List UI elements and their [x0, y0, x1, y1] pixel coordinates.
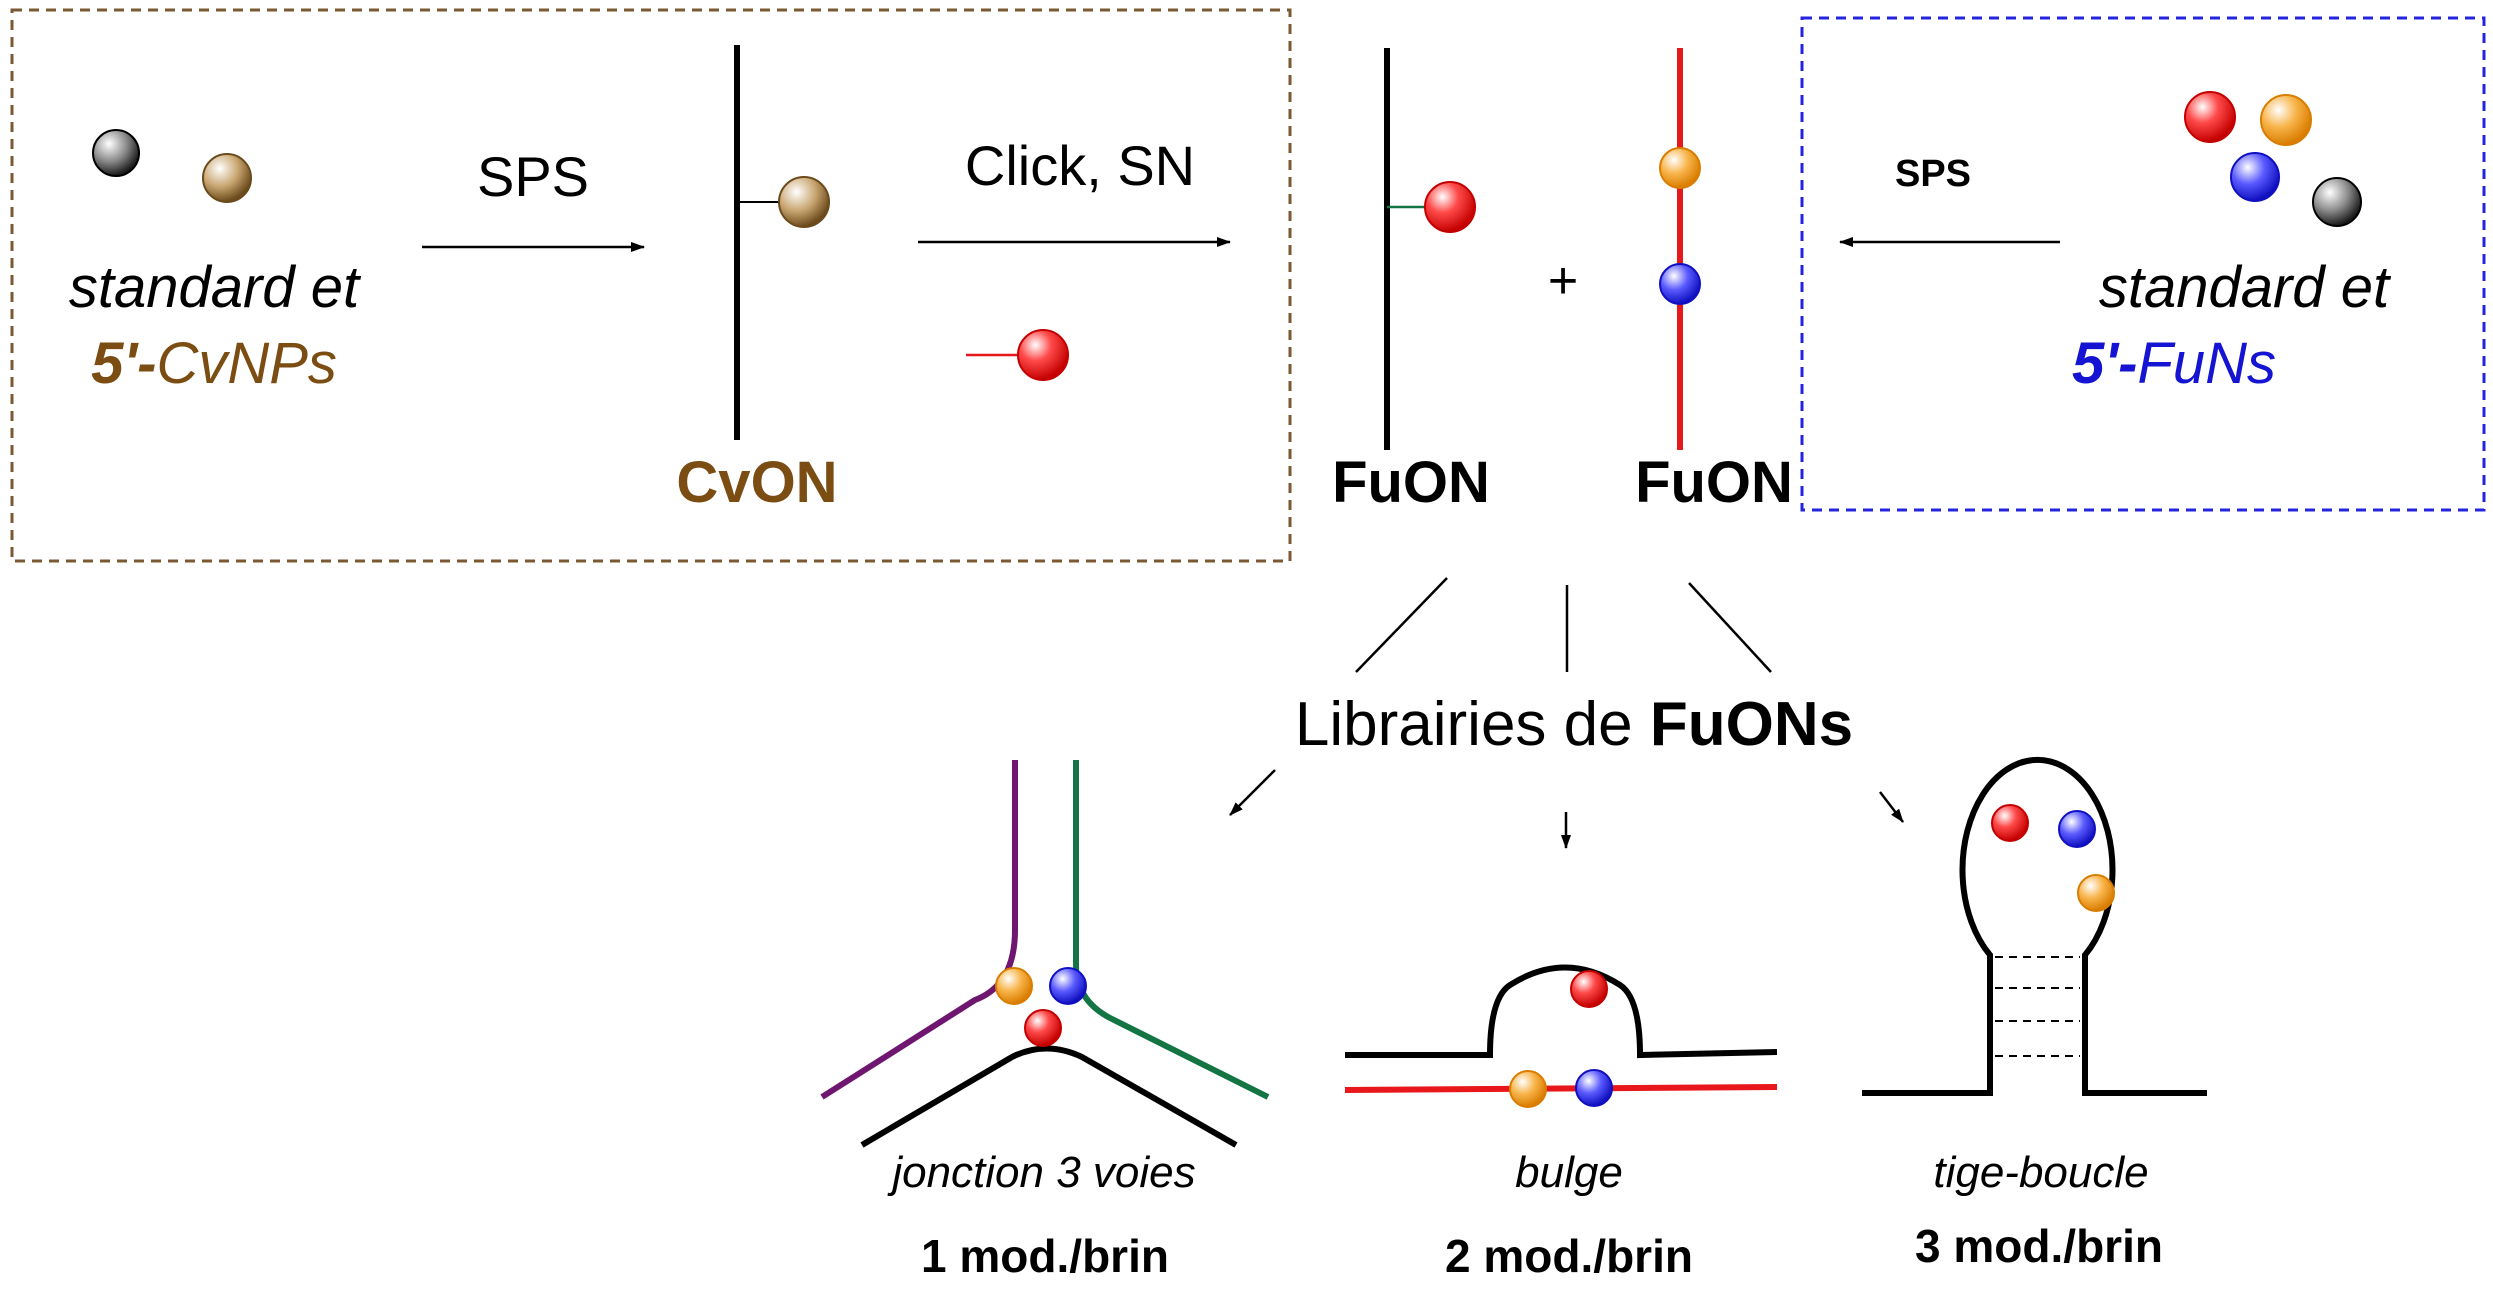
sps-arrow-label: SPS: [477, 145, 589, 208]
junction-strand-green: [1073, 760, 1270, 1100]
right-dashed-box: [1800, 16, 2486, 512]
stem-loop-structure: [1862, 756, 2207, 1096]
fuon-label-2: FuON: [1635, 450, 1793, 515]
start-prefix: 5'-: [91, 331, 156, 396]
stem-loop-name: tige-boucle: [1933, 1148, 2148, 1197]
stem-loop-strand: [1862, 756, 2207, 1096]
black-nucleotide-sphere: [92, 129, 140, 177]
junction-blue-sphere: [1049, 967, 1087, 1005]
bulge-name: bulge: [1515, 1148, 1623, 1197]
junction-name: jonction 3 voies: [887, 1148, 1195, 1197]
funs-prefix: 5'-: [2072, 331, 2137, 396]
bulge-blue-sphere: [1575, 1069, 1613, 1107]
brown-nucleotide-sphere: [202, 153, 252, 203]
bulge-red-sphere: [1570, 970, 1608, 1008]
junction-mods: 1 mod./brin: [921, 1230, 1169, 1282]
plus-sign: +: [1548, 252, 1578, 310]
funs-line2: 5'-FuNs: [2072, 331, 2276, 396]
cvon-brown-sphere: [778, 176, 830, 228]
left-dashed-box: [10, 8, 1292, 563]
cvon-label: CvON: [676, 450, 837, 515]
funs-blue-sphere: [2230, 152, 2280, 202]
junction-red-sphere: [1024, 1009, 1062, 1047]
start-material-line1: standard et: [69, 255, 362, 320]
junction-strand-black: [860, 1045, 1238, 1148]
fuon-orange-sphere: [1659, 147, 1701, 189]
arrow-to-junction: [1229, 769, 1276, 816]
stem-loop-blue-sphere: [2058, 810, 2096, 848]
funs-orange-sphere: [2260, 94, 2312, 146]
library-label-bold: FuONs: [1650, 690, 1853, 759]
three-way-junction: [820, 760, 1270, 1148]
start-material-line2: 5'-CvNPs: [91, 331, 337, 396]
bulge-bottom-strand-red: [1344, 1084, 1778, 1093]
fuon-red-sphere: [1424, 181, 1476, 233]
click-sn-arrow-label: Click, SN: [965, 134, 1195, 197]
branch-line-left: [1355, 577, 1448, 673]
funs-red-sphere: [2184, 91, 2236, 143]
start-name: CvNPs: [156, 331, 336, 396]
fuon-label-1: FuON: [1332, 450, 1490, 515]
funs-line1: standard et: [2099, 255, 2392, 320]
junction-strand-purple: [820, 760, 1018, 1100]
library-label-prefix: Librairies de: [1295, 690, 1650, 759]
bulge-mods: 2 mod./brin: [1445, 1230, 1693, 1282]
branch-line-right: [1688, 582, 1772, 673]
funs-black-sphere: [2312, 177, 2362, 227]
funs-name: FuNs: [2137, 331, 2276, 396]
reagent-red-sphere: [1017, 329, 1069, 381]
bulge-orange-sphere: [1509, 1070, 1547, 1108]
library-label: Librairies de FuONs: [1295, 690, 1853, 759]
fuon-blue-sphere: [1659, 263, 1701, 305]
bulge-top-strand: [1345, 964, 1778, 1059]
stem-loop-orange-sphere: [2077, 874, 2115, 912]
arrow-to-stem-loop: [1879, 791, 1904, 823]
junction-orange-sphere: [995, 967, 1033, 1005]
bulge-structure: [1344, 964, 1778, 1108]
right-sps-arrow-label: SPS: [1895, 153, 1971, 195]
stem-loop-mods: 3 mod./brin: [1915, 1220, 2163, 1272]
stem-loop-red-sphere: [1991, 804, 2029, 842]
